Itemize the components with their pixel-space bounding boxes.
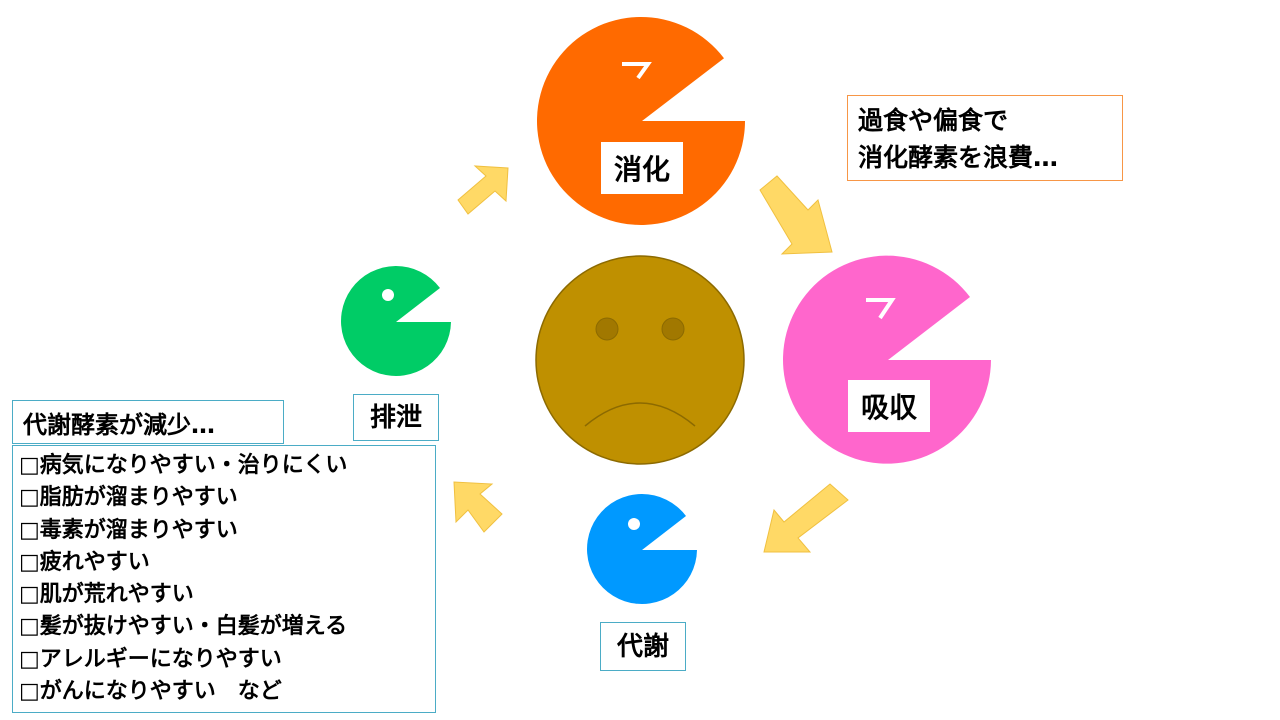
- checklist-item: □病気になりやすい・治りにくい: [19, 453, 348, 478]
- pacman-icon-digestion: [537, 16, 745, 225]
- checklist-item: □髪が抜けやすい・白髪が増える: [19, 614, 348, 640]
- pacman-eye-digestion: [622, 62, 652, 80]
- pacman-icon-excretion: [341, 266, 451, 377]
- waste-note-line2: 消化酵素を浪費…: [858, 143, 1059, 172]
- pacman-eye-absorption: [866, 298, 896, 320]
- symptom-checklist: □病気になりやすい・治りにくい □脂肪が溜まりやすい □毒素が溜まりやすい □疲…: [12, 445, 436, 713]
- checklist-item: □毒素が溜まりやすい: [19, 517, 238, 543]
- checklist-item: □アレルギーになりやすい: [19, 646, 282, 672]
- checklist-item: □がんになりやすい など: [19, 679, 282, 705]
- arrow-icon-metabolism-to-excretion: [453, 481, 503, 533]
- waste-note-line1: 過食や偏食で: [858, 106, 1009, 135]
- arrow-icon-absorption-to-metabolism: [763, 483, 849, 553]
- pacman-eye-excretion: [382, 289, 394, 301]
- checklist-item: □肌が荒れやすい: [19, 582, 194, 608]
- metabolic-enzyme-heading: 代謝酵素が減少…: [12, 400, 284, 444]
- sad-face-icon: [535, 255, 745, 465]
- stage-label-metabolism: 代謝: [600, 622, 686, 671]
- stage-label-excretion: 排泄: [353, 394, 439, 441]
- checklist-item: □疲れやすい: [19, 549, 150, 575]
- checklist-item: □脂肪が溜まりやすい: [19, 485, 238, 511]
- stage-label-absorption: 吸収: [848, 380, 930, 432]
- arrow-icon-digestion-to-absorption: [759, 175, 833, 255]
- pacman-icon-absorption: [783, 255, 991, 464]
- pacman-eye-metabolism: [628, 518, 640, 530]
- pacman-icon-metabolism: [587, 494, 697, 605]
- stage-label-digestion: 消化: [601, 142, 683, 194]
- arrow-icon-excretion-to-digestion: [457, 165, 509, 215]
- enzyme-waste-note: 過食や偏食で 消化酵素を浪費…: [847, 95, 1123, 181]
